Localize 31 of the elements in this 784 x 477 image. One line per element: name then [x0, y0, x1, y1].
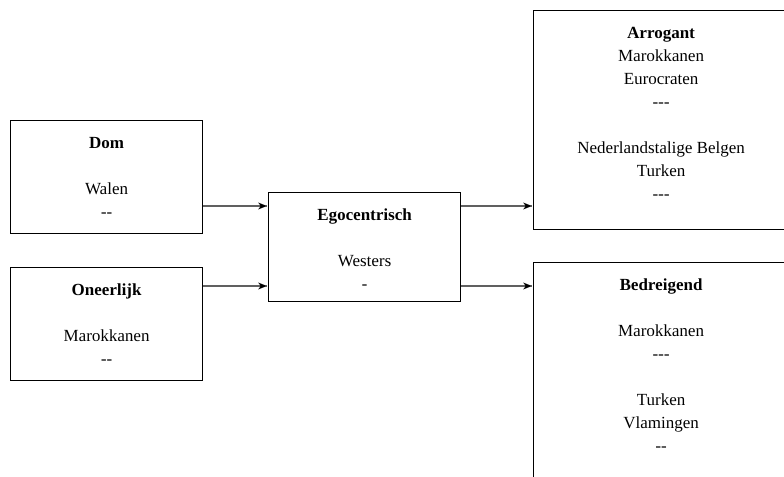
process-box — [10, 120, 203, 234]
box-heading: Bedreigend — [620, 274, 702, 296]
process-box — [533, 262, 784, 477]
box-text: Turken — [636, 389, 686, 411]
box-heading: Egocentrisch — [317, 204, 412, 226]
arrow — [203, 202, 267, 210]
process-box — [10, 267, 203, 381]
box-text: -- — [100, 201, 112, 223]
arrow — [461, 202, 532, 210]
box-text: Vlamingen — [623, 412, 699, 434]
arrow — [203, 282, 267, 290]
box-text: Marokkanen — [64, 325, 150, 347]
box-heading: Arrogant — [627, 22, 695, 44]
box-text: --- — [652, 183, 670, 205]
box-text: --- — [652, 91, 670, 113]
box-text: Marokkanen — [618, 45, 704, 67]
box-text: -- — [655, 435, 667, 457]
box-text: Turken — [636, 160, 686, 182]
box-text: Marokkanen — [618, 320, 704, 342]
box-text: --- — [652, 343, 670, 365]
box-text: -- — [100, 348, 112, 370]
box-text: Nederlandstalige Belgen — [577, 137, 745, 159]
box-heading: Dom — [89, 132, 124, 154]
box-text: - — [362, 273, 368, 295]
box-text: Walen — [85, 178, 128, 200]
process-box — [533, 10, 784, 230]
box-text: Eurocraten — [624, 68, 698, 90]
process-box — [268, 192, 461, 302]
box-text: Westers — [338, 250, 392, 272]
box-heading: Oneerlijk — [72, 279, 142, 301]
arrow — [461, 282, 532, 290]
